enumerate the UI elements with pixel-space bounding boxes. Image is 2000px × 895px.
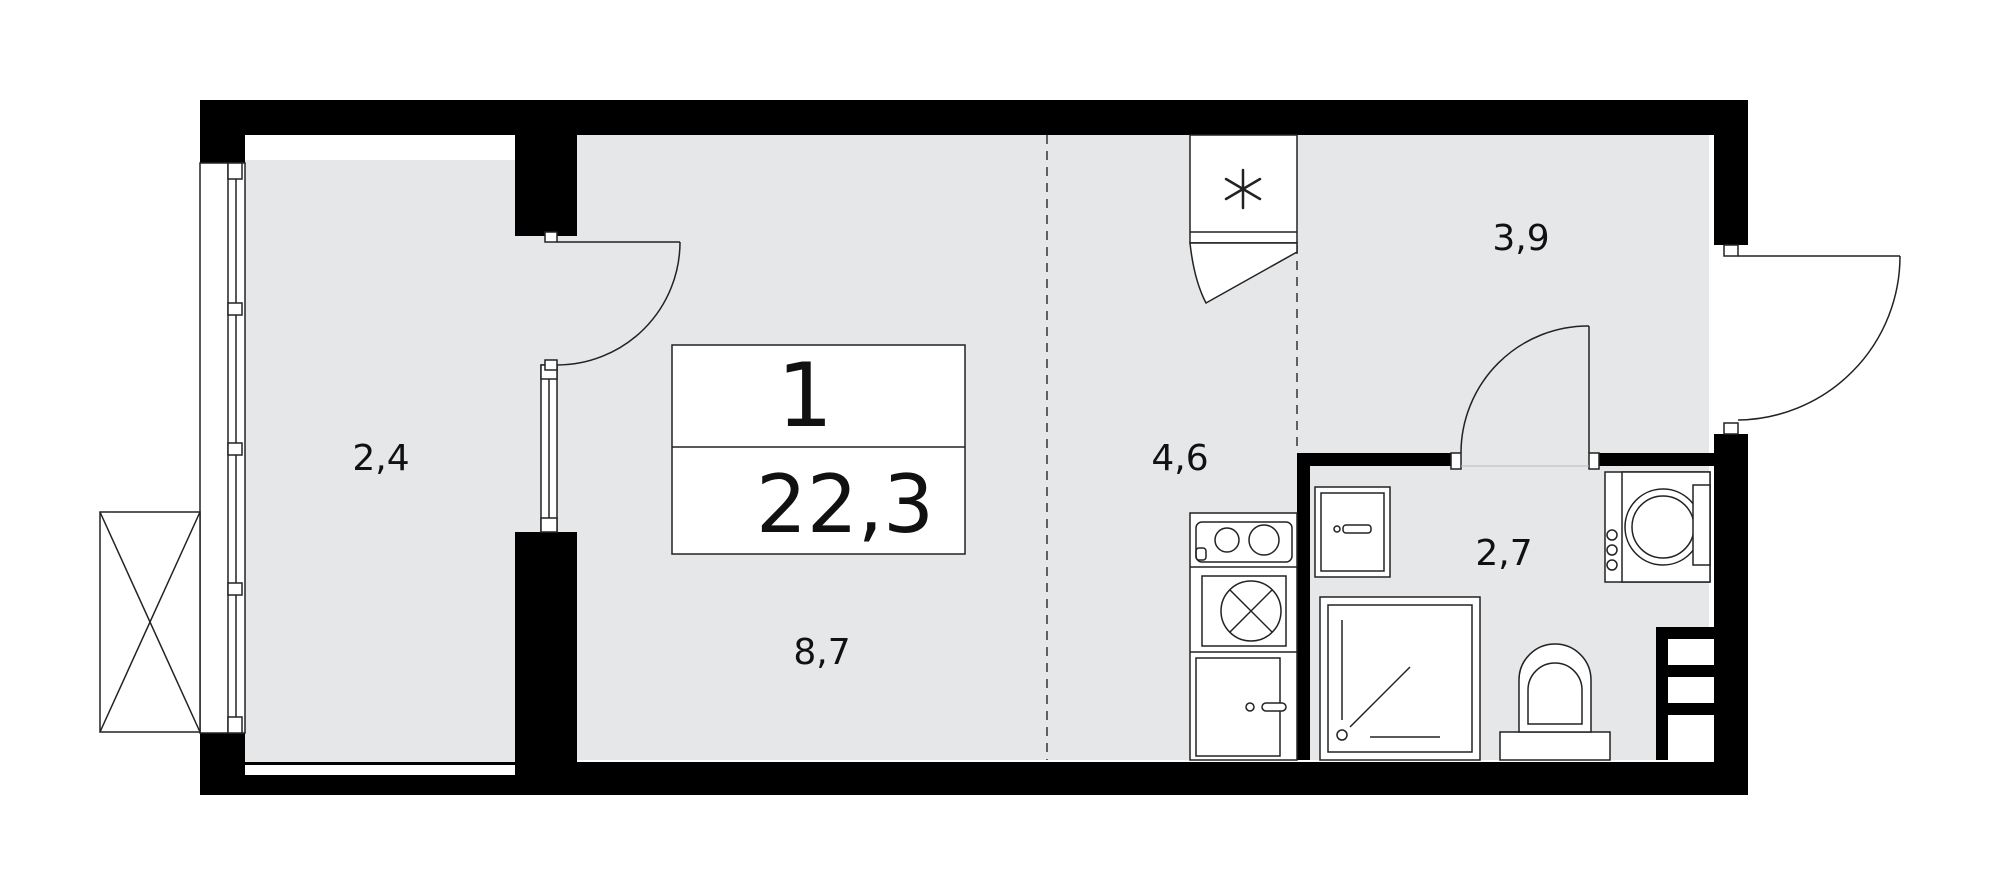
wall-top-left [200,100,245,163]
summary-box: 1 22,3 [671,344,966,555]
zone-dividers [1046,135,1298,760]
door-entrance [1723,244,1901,435]
total-area-label: 22,3 [756,458,934,551]
wall-bath-top-left [1297,453,1455,466]
fridge [1195,657,1287,757]
wall-partition-upper [515,135,577,236]
hallway-floor [1297,135,1709,453]
door-bathroom [1450,325,1600,470]
room-labels: 2,4 8,7 4,6 3,9 2,7 [352,218,1549,673]
wall-bottom-notch [245,765,515,775]
snowflake-icon [1224,168,1262,210]
balcony-area-label: 2,4 [352,438,409,479]
wall-bath-left [1297,453,1310,760]
balcony-floor [245,160,517,765]
door-balcony [544,231,681,371]
room-count-label: 1 [777,344,833,447]
washbasin [1314,486,1391,578]
wall-bottom-left-post [200,733,245,795]
kitchen-counter [1189,512,1298,761]
wall-top [200,100,1748,135]
towel-dryer-gaps [1668,639,1714,760]
outdoor-unit [99,511,201,733]
wall-right-lower [1714,434,1748,795]
walls [200,100,1748,795]
washing-machine [1604,471,1711,583]
wall-bath-top-right [1597,453,1714,466]
kitchen-area-label: 4,6 [1151,438,1208,479]
floor-fills [245,135,1709,765]
window-inner [540,364,558,533]
bathroom-area-label: 2,7 [1475,533,1532,574]
sink-round [1201,575,1287,647]
living-room-area-label: 8,7 [793,632,850,673]
window-balcony [199,162,246,734]
toilet [1499,643,1611,761]
hallway-area-label: 3,9 [1492,218,1549,259]
wall-right-upper [1714,100,1748,245]
stove-top [1195,521,1293,563]
wall-partition-lower [515,532,577,795]
shower-tray [1319,596,1481,761]
